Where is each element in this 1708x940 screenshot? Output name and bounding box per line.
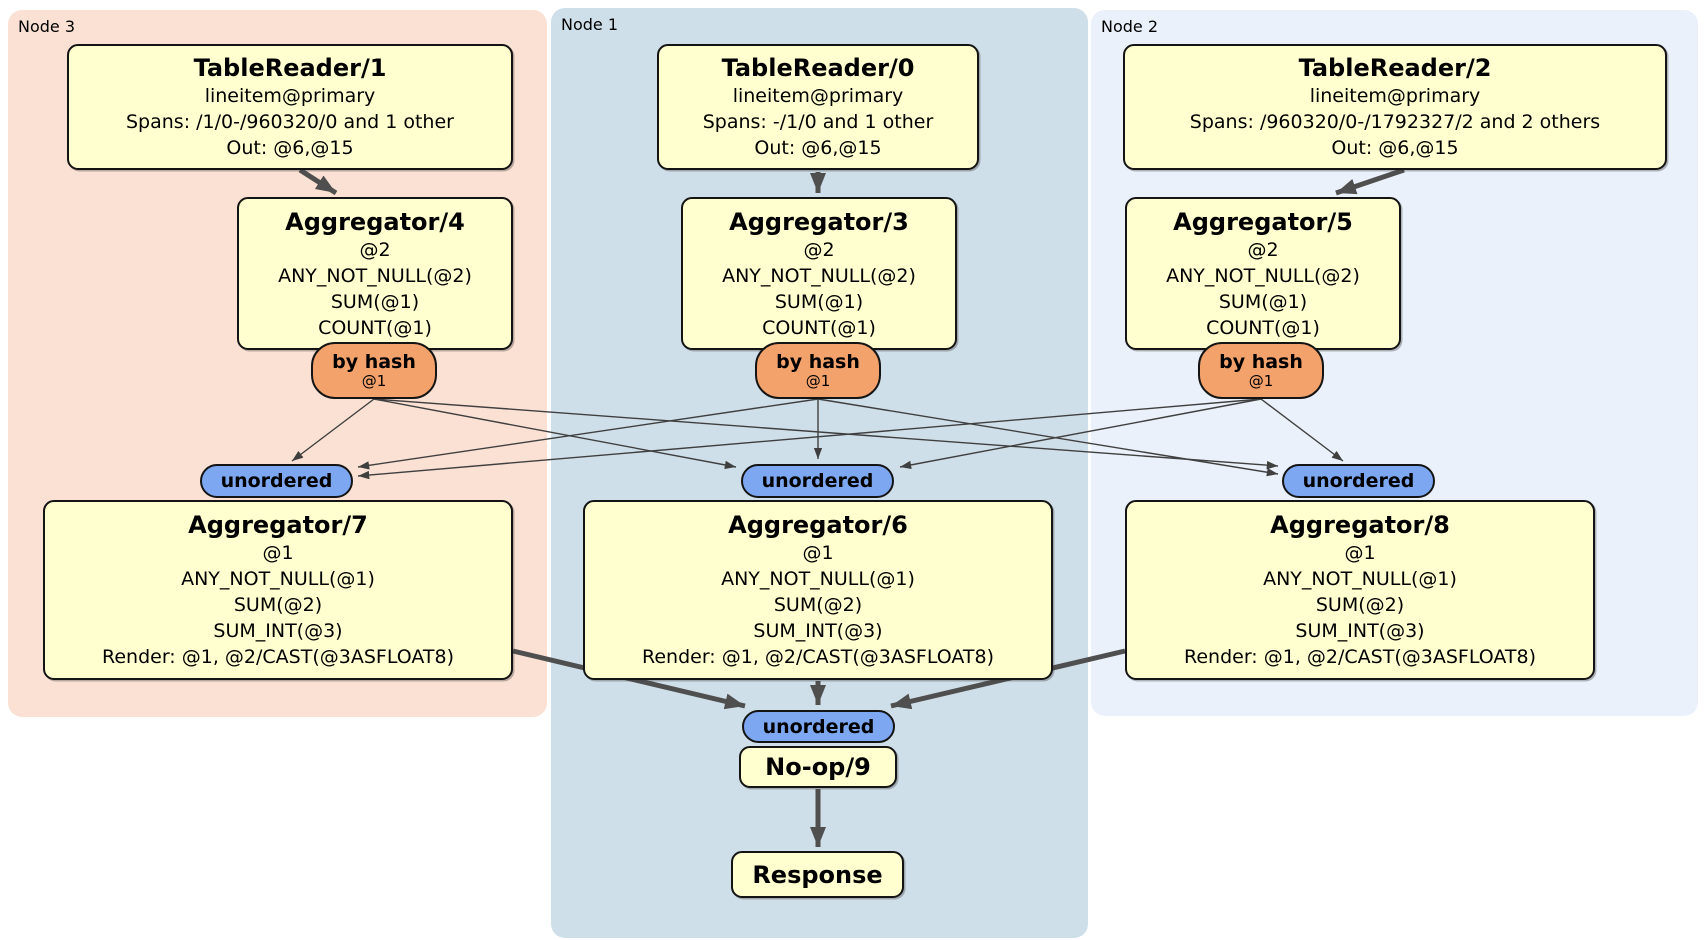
- router-by-hash-node1: by hash @1: [755, 342, 881, 399]
- processor-line: SUM_INT(@3): [213, 620, 343, 642]
- processor-title: TableReader/2: [1298, 54, 1492, 82]
- sync-unordered-node1: unordered: [741, 464, 894, 498]
- node-group-3-label: Node 3: [18, 17, 76, 36]
- edge-tr2-agg5: [1335, 167, 1405, 196]
- sync-unordered-node2: unordered: [1282, 464, 1435, 498]
- edge-hash1-sync3: [357, 398, 819, 470]
- sync-unordered-final: unordered: [742, 710, 895, 743]
- processor-line: Out: @6,@15: [1331, 137, 1459, 159]
- processor-title: Aggregator/5: [1173, 207, 1353, 236]
- router-key: @1: [361, 372, 387, 390]
- processor-line: Render: @1, @2/CAST(@3ASFLOAT8): [642, 646, 994, 668]
- edge-hash2-sync1: [899, 398, 1262, 470]
- processor-line: SUM_INT(@3): [753, 620, 883, 642]
- processor-line: ANY_NOT_NULL(@2): [722, 264, 916, 287]
- processor-aggregator-4: Aggregator/4 @2 ANY_NOT_NULL(@2) SUM(@1)…: [237, 197, 513, 350]
- processor-title: Aggregator/6: [728, 511, 908, 539]
- processor-line: ANY_NOT_NULL(@1): [721, 568, 915, 590]
- processor-line: SUM(@2): [1315, 594, 1405, 616]
- processor-noop-9: No-op/9: [739, 746, 897, 788]
- processor-line: lineitem@primary: [204, 85, 376, 107]
- processor-line: ANY_NOT_NULL(@2): [1166, 264, 1360, 287]
- processor-title: TableReader/1: [193, 54, 387, 82]
- processor-line: @1: [1344, 542, 1376, 564]
- processor-line: Render: @1, @2/CAST(@3ASFLOAT8): [1184, 646, 1536, 668]
- processor-line: COUNT(@1): [318, 316, 432, 339]
- processor-line: SUM_INT(@3): [1295, 620, 1425, 642]
- processor-line: Spans: /1/0-/960320/0 and 1 other: [126, 111, 454, 133]
- processor-line: ANY_NOT_NULL(@1): [1263, 568, 1457, 590]
- processor-line: lineitem@primary: [732, 85, 904, 107]
- edge-hash1-sync2: [817, 398, 1279, 477]
- node-group-1-label: Node 1: [561, 15, 619, 34]
- processor-line: SUM(@2): [233, 594, 323, 616]
- router-key: @1: [805, 372, 831, 390]
- processor-tablereader-1: TableReader/1 lineitem@primary Spans: /1…: [67, 44, 513, 170]
- edge-hash3-sync3: [291, 398, 375, 462]
- sync-unordered-node3: unordered: [200, 464, 353, 498]
- processor-line: COUNT(@1): [762, 316, 876, 339]
- processor-tablereader-2: TableReader/2 lineitem@primary Spans: /9…: [1123, 44, 1667, 170]
- processor-title: Aggregator/7: [188, 511, 368, 539]
- processor-line: Spans: /960320/0-/1792327/2 and 2 others: [1189, 111, 1601, 133]
- processor-title: Aggregator/3: [729, 207, 909, 236]
- router-label: by hash: [776, 351, 860, 373]
- processor-title: Aggregator/8: [1270, 511, 1450, 539]
- processor-line: Out: @6,@15: [226, 137, 354, 159]
- processor-line: Spans: -/1/0 and 1 other: [702, 111, 934, 133]
- edge-hash2-sync2: [1260, 398, 1344, 462]
- processor-line: Out: @6,@15: [754, 137, 882, 159]
- processor-title: TableReader/0: [721, 54, 915, 82]
- processor-line: lineitem@primary: [1309, 85, 1481, 107]
- router-by-hash-node3: by hash @1: [311, 342, 437, 399]
- node-group-2-label: Node 2: [1101, 17, 1159, 36]
- processor-line: @1: [262, 542, 294, 564]
- processor-line: Render: @1, @2/CAST(@3ASFLOAT8): [102, 646, 454, 668]
- processor-line: SUM(@1): [1218, 290, 1308, 313]
- edge-hash2-sync3: [357, 398, 1262, 480]
- processor-line: SUM(@2): [773, 594, 863, 616]
- router-label: by hash: [332, 351, 416, 373]
- router-label: by hash: [1219, 351, 1303, 373]
- processor-aggregator-6: Aggregator/6 @1 ANY_NOT_NULL(@1) SUM(@2)…: [583, 500, 1053, 680]
- processor-line: ANY_NOT_NULL(@2): [278, 264, 472, 287]
- processor-line: COUNT(@1): [1206, 316, 1320, 339]
- edge-tr1-agg4: [298, 167, 338, 196]
- processor-aggregator-5: Aggregator/5 @2 ANY_NOT_NULL(@2) SUM(@1)…: [1125, 197, 1401, 350]
- processor-line: ANY_NOT_NULL(@1): [181, 568, 375, 590]
- processor-line: SUM(@1): [330, 290, 420, 313]
- processor-title: Aggregator/4: [285, 207, 465, 236]
- router-by-hash-node2: by hash @1: [1198, 342, 1324, 399]
- processor-line: @2: [803, 238, 835, 261]
- processor-aggregator-3: Aggregator/3 @2 ANY_NOT_NULL(@2) SUM(@1)…: [681, 197, 957, 350]
- router-key: @1: [1248, 372, 1274, 390]
- processor-line: SUM(@1): [774, 290, 864, 313]
- edge-hash3-sync1: [373, 398, 737, 470]
- processor-response: Response: [731, 851, 904, 898]
- edge-hash3-sync2: [373, 398, 1279, 470]
- processor-line: @2: [359, 238, 391, 261]
- processor-title: No-op/9: [765, 753, 871, 781]
- processor-line: @2: [1247, 238, 1279, 261]
- processor-aggregator-8: Aggregator/8 @1 ANY_NOT_NULL(@1) SUM(@2)…: [1125, 500, 1595, 680]
- processor-line: @1: [802, 542, 834, 564]
- processor-aggregator-7: Aggregator/7 @1 ANY_NOT_NULL(@1) SUM(@2)…: [43, 500, 513, 680]
- processor-title: Response: [752, 860, 883, 889]
- processor-tablereader-0: TableReader/0 lineitem@primary Spans: -/…: [657, 44, 979, 170]
